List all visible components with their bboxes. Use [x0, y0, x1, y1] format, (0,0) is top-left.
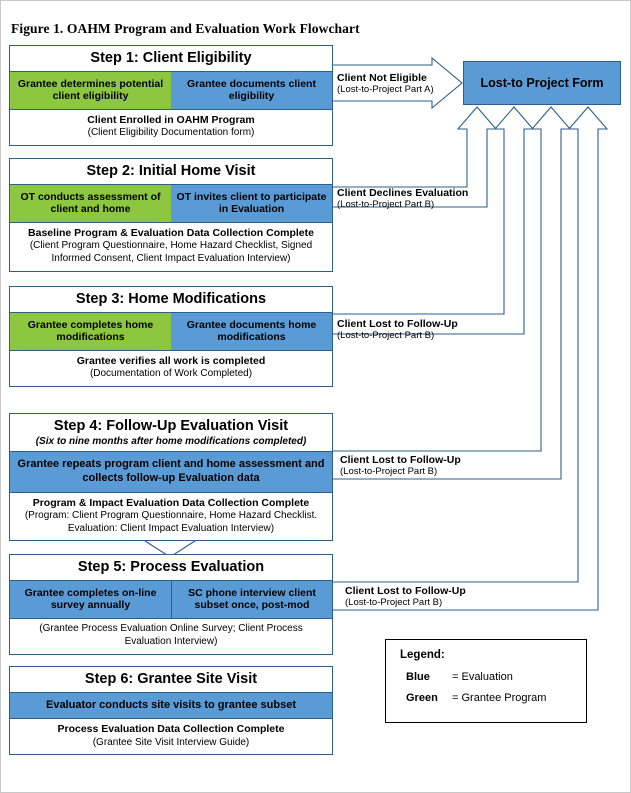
callout-2-note: (Lost-to-Project Part B) [337, 199, 435, 211]
lost-to-project-form-label: Lost-to Project Form [480, 76, 604, 90]
callout-client-not-eligible: Client Not Eligible (Lost-to-Project Par… [337, 72, 434, 96]
step-6-box: Step 6: Grantee Site Visit Evaluator con… [9, 666, 333, 756]
step-4-header-subtitle: (Six to nine months after home modificat… [35, 435, 307, 447]
callout-5-note: (Lost-to-Project Part B) [345, 597, 443, 609]
step-2-footer: Baseline Program & Evaluation Data Colle… [10, 223, 332, 271]
step-4-footer-note: (Program: Client Program Questionnaire, … [24, 509, 318, 534]
legend-title: Legend: [400, 649, 445, 661]
arrow-client-lost-followup-step4 [332, 106, 572, 480]
step-2-box: Step 2: Initial Home Visit OT conducts a… [9, 158, 333, 272]
step-6-footer-note: (Grantee Site Visit Interview Guide) [92, 736, 250, 748]
step-1-cell-left: Grantee determines potential client elig… [10, 71, 171, 110]
step-1-footer-note: (Client Eligibility Documentation form) [87, 127, 255, 139]
step-5-header: Step 5: Process Evaluation [10, 555, 332, 580]
step-4-footer-bold: Program & Impact Evaluation Data Collect… [32, 496, 310, 509]
arrow-client-lost-followup-step5 [332, 106, 609, 611]
callout-1-note: (Lost-to-Project Part A) [337, 84, 434, 96]
callout-4-title: Client Lost to Follow-Up [340, 454, 461, 466]
step-2-split-row: OT conducts assessment of client and hom… [10, 183, 332, 224]
legend-key-green: Green [406, 692, 438, 704]
callout-client-declines-evaluation: Client Declines Evaluation (Lost-to-Proj… [337, 187, 468, 211]
step-3-cell-left: Grantee completes home modifications [10, 312, 171, 351]
step-4-header-title: Step 4: Follow-Up Evaluation Visit [53, 418, 289, 434]
legend-value-blue: = Evaluation [452, 671, 513, 683]
step-3-cell-right: Grantee documents home modifications [171, 312, 332, 351]
callout-client-lost-followup-step5: Client Lost to Follow-Up (Lost-to-Projec… [345, 585, 466, 609]
step-1-footer: Client Enrolled in OAHM Program (Client … [10, 110, 332, 146]
step-6-footer-bold: Process Evaluation Data Collection Compl… [57, 723, 285, 736]
step-2-cell-left: OT conducts assessment of client and hom… [10, 184, 171, 223]
step-3-footer: Grantee verifies all work is completed (… [10, 351, 332, 387]
legend-key-blue: Blue [406, 671, 430, 683]
step-2-cell-right: OT invites client to participate in Eval… [171, 184, 332, 223]
callout-3-note: (Lost-to-Project Part B) [337, 330, 435, 342]
step-4-footer: Program & Impact Evaluation Data Collect… [10, 492, 332, 541]
step-2-header: Step 2: Initial Home Visit [10, 159, 332, 184]
figure-title: Figure 1. OAHM Program and Evaluation Wo… [11, 21, 360, 36]
step-1-header: Step 1: Client Eligibility [10, 46, 332, 71]
step-1-box: Step 1: Client Eligibility Grantee deter… [9, 45, 333, 147]
legend-row-green: Green = Grantee Program [406, 692, 586, 704]
step-5-footer-note: (Grantee Process Evaluation Online Surve… [39, 623, 303, 648]
legend-value-green: = Grantee Program [452, 692, 547, 704]
step-5-footer: (Grantee Process Evaluation Online Surve… [10, 619, 332, 654]
step-4-box: Step 4: Follow-Up Evaluation Visit (Six … [9, 413, 333, 542]
step-5-box: Step 5: Process Evaluation Grantee compl… [9, 554, 333, 655]
step-3-box: Step 3: Home Modifications Grantee compl… [9, 286, 333, 388]
step-6-header: Step 6: Grantee Site Visit [10, 667, 332, 692]
step-5-cell-left: Grantee completes on-line survey annuall… [10, 580, 171, 619]
step-1-split-row: Grantee determines potential client elig… [10, 70, 332, 111]
step-5-cell-right: SC phone interview client subset once, p… [171, 580, 332, 619]
step-4-full-row: Grantee repeats program client and home … [10, 451, 332, 493]
callout-4-note: (Lost-to-Project Part B) [340, 466, 438, 478]
step-2-footer-bold: Baseline Program & Evaluation Data Colle… [28, 227, 314, 240]
lost-to-project-form-box: Lost-to Project Form [463, 61, 621, 105]
callout-client-lost-followup-step4: Client Lost to Follow-Up (Lost-to-Projec… [340, 454, 461, 478]
arrow-client-lost-followup-step3 [332, 106, 535, 335]
step-3-footer-note: (Documentation of Work Completed) [89, 368, 253, 380]
callout-2-title: Client Declines Evaluation [337, 187, 469, 199]
legend-row-blue: Blue = Evaluation [406, 671, 586, 683]
step-1-footer-bold: Client Enrolled in OAHM Program [87, 114, 255, 127]
callout-5-title: Client Lost to Follow-Up [345, 585, 466, 597]
callout-1-title: Client Not Eligible [337, 72, 427, 84]
step-4-header: Step 4: Follow-Up Evaluation Visit (Six … [10, 414, 332, 452]
callout-3-title: Client Lost to Follow-Up [337, 318, 458, 330]
step-6-full-row: Evaluator conducts site visits to grante… [10, 691, 332, 720]
callout-client-lost-followup-step3: Client Lost to Follow-Up (Lost-to-Projec… [337, 318, 458, 342]
step-2-footer-note: (Client Program Questionnaire, Home Haza… [29, 240, 313, 265]
step-3-footer-bold: Grantee verifies all work is completed [76, 355, 266, 368]
step-3-split-row: Grantee completes home modifications Gra… [10, 311, 332, 352]
step-5-split-row: Grantee completes on-line survey annuall… [10, 579, 332, 620]
legend-box: Legend: Blue = Evaluation Green = Grante… [385, 639, 587, 723]
step-1-cell-right: Grantee documents client eligibility [171, 71, 332, 110]
step-6-footer: Process Evaluation Data Collection Compl… [10, 719, 332, 755]
step-3-header: Step 3: Home Modifications [10, 287, 332, 312]
